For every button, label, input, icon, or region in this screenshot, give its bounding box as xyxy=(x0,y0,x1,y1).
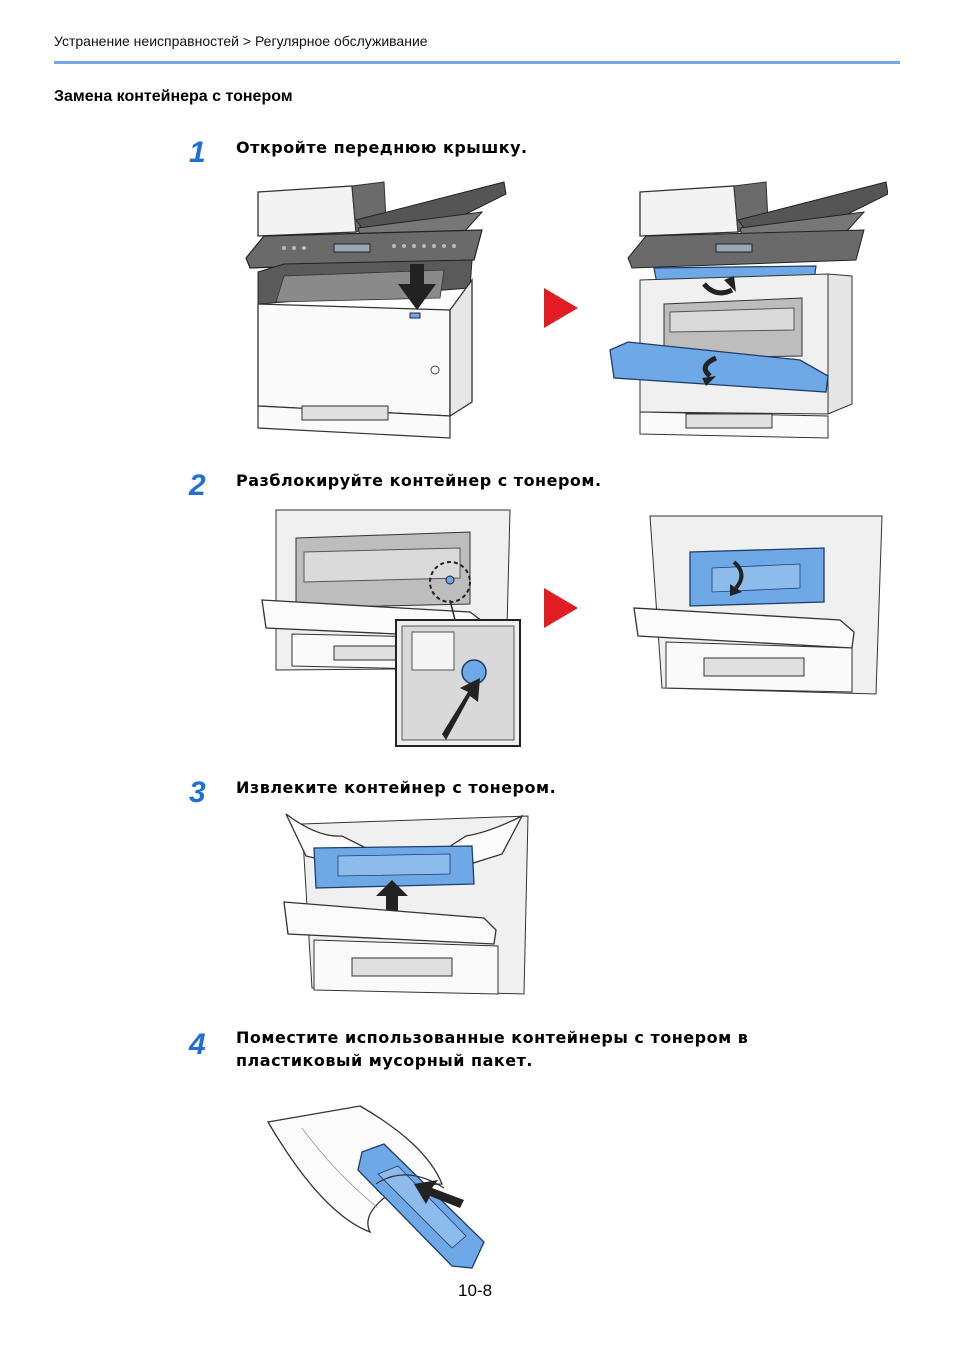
step-text: Откройте переднюю крышку. xyxy=(236,138,528,157)
next-arrow xyxy=(544,588,578,628)
toner-bag-illustration xyxy=(266,1105,485,1269)
step-number: 1 xyxy=(189,136,206,169)
next-arrow xyxy=(544,288,578,328)
step-number: 2 xyxy=(189,469,206,502)
step-number: 3 xyxy=(189,776,206,809)
printer-open-illustration xyxy=(609,181,888,439)
toner-remove-illustration xyxy=(283,813,529,995)
breadcrumb: Устранение неисправностей > Регулярное о… xyxy=(54,33,428,49)
step-number: 4 xyxy=(189,1028,206,1061)
step-text: Разблокируйте контейнер с тонером. xyxy=(236,471,602,490)
printer-closed-illustration xyxy=(245,181,507,439)
page-number: 10-8 xyxy=(458,1281,493,1300)
header-rule xyxy=(54,61,900,64)
step-text: Извлеките контейнер с тонером. xyxy=(236,778,557,797)
section-title: Замена контейнера с тонером xyxy=(54,88,293,105)
step-text: Поместите использованные контейнеры с то… xyxy=(236,1028,749,1070)
toner-unlocked-illustration xyxy=(633,515,883,695)
toner-unlock-illustration xyxy=(261,509,521,747)
